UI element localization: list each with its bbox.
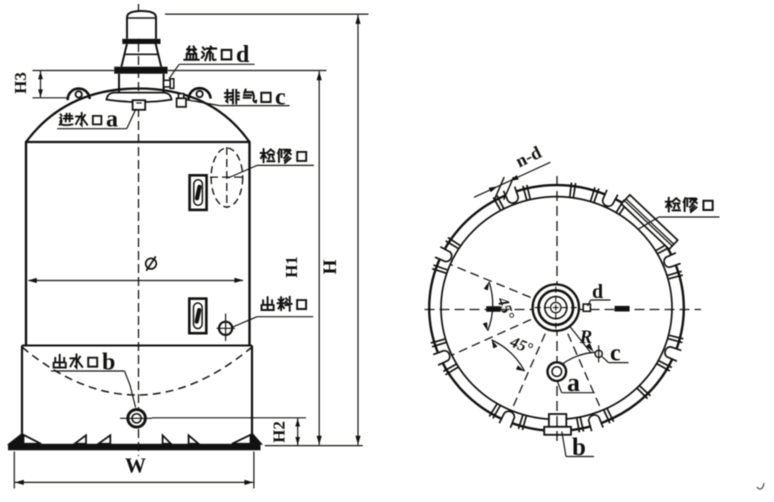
svg-text:H3: H3 — [11, 72, 30, 94]
svg-text:a: a — [567, 368, 580, 397]
svg-text:H1: H1 — [282, 256, 301, 278]
svg-text:d: d — [592, 281, 603, 303]
svg-text:b: b — [102, 350, 115, 376]
svg-text:c: c — [610, 341, 621, 367]
svg-text:a: a — [106, 107, 118, 133]
svg-text:b: b — [572, 434, 586, 461]
svg-text:d: d — [236, 42, 250, 68]
svg-text:c: c — [275, 85, 286, 111]
svg-text:H: H — [320, 259, 341, 274]
svg-text:R: R — [579, 327, 593, 348]
svg-text:W: W — [125, 454, 146, 478]
svg-text:H2: H2 — [270, 421, 289, 443]
